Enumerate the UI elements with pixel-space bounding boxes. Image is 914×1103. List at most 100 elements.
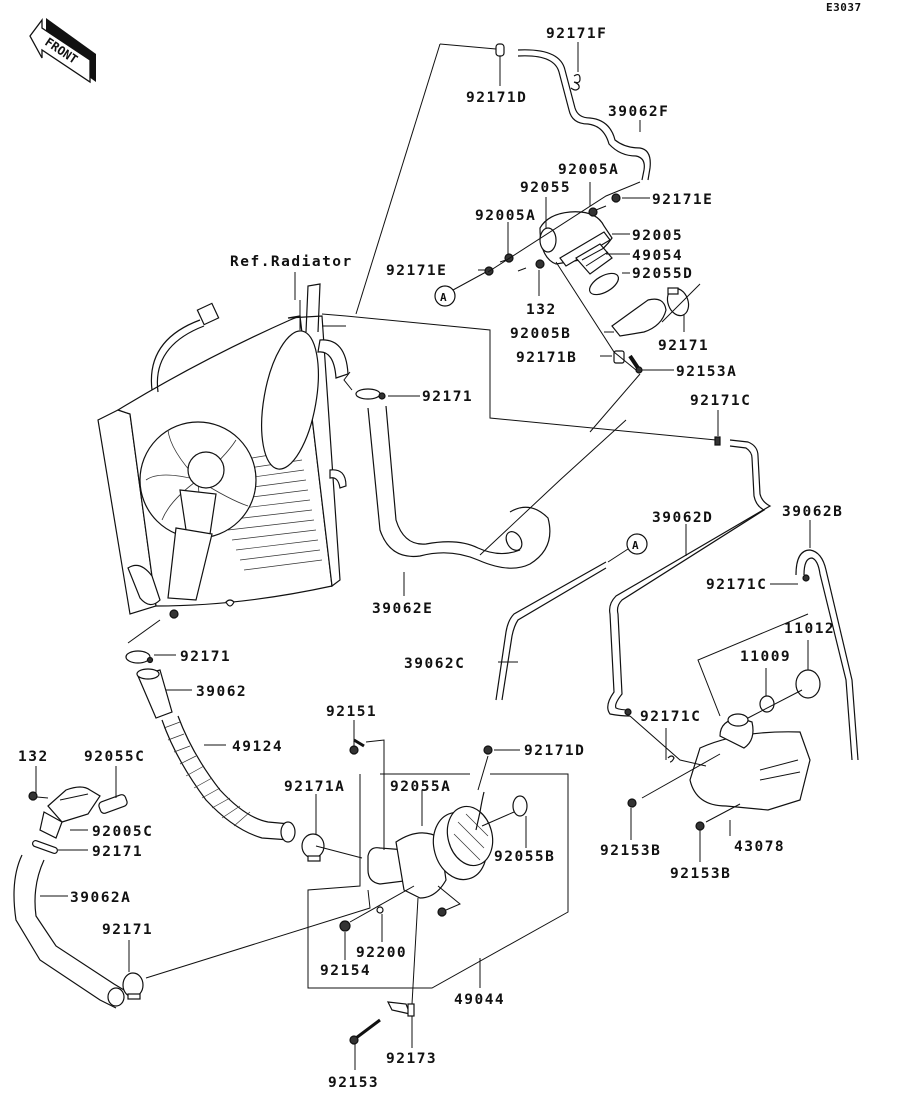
leader-lines <box>35 42 811 1070</box>
clip-92171C-tank <box>667 755 675 763</box>
label-92055C: 92055C <box>84 749 145 765</box>
cap-11012 <box>795 669 821 699</box>
label-92055D: 92055D <box>632 266 693 282</box>
label-39062B: 39062B <box>782 504 843 520</box>
hose-49124 <box>161 715 296 843</box>
label-49044: 49044 <box>454 992 505 1008</box>
hose-39062B <box>795 549 859 761</box>
label-39062: 39062 <box>196 684 247 700</box>
reference-note: Ref.Radiator <box>230 254 353 270</box>
bolt-92151 <box>349 738 365 755</box>
label-92171-thermo: 92171 <box>658 338 709 354</box>
label-92153B-left: 92153B <box>600 843 661 859</box>
label-92171D-mid: 92171D <box>524 743 585 759</box>
hose-39062C <box>495 561 607 701</box>
seal-11009 <box>759 695 775 713</box>
clamp-92171C-upper <box>714 436 721 446</box>
label-39062D: 39062D <box>652 510 713 526</box>
svg-text:A: A <box>440 291 447 304</box>
diagram-code: E3037 <box>826 1 862 14</box>
label-92055A: 92055A <box>390 779 451 795</box>
clamp-92171-radiator <box>355 388 386 400</box>
label-92153B-right: 92153B <box>670 866 731 882</box>
reservoir-tank-43078 <box>689 713 811 811</box>
clamp-92171A <box>301 833 325 862</box>
label-92154: 92154 <box>320 963 371 979</box>
label-39062C: 39062C <box>404 656 465 672</box>
o-ring-92055B <box>512 795 528 817</box>
label-39062E: 39062E <box>372 601 433 617</box>
label-92171C-mid: 92171C <box>706 577 767 593</box>
label-49054: 49054 <box>632 248 683 264</box>
washer-92200 <box>376 906 384 914</box>
label-92171-left: 92171 <box>92 844 143 860</box>
callout-a-lower: A <box>607 533 648 563</box>
hose-39062A <box>13 854 125 1009</box>
bracket-92173 <box>386 1001 415 1017</box>
label-92171A: 92171A <box>284 779 345 795</box>
cover-92005B <box>611 298 667 337</box>
bolt-92154 <box>339 920 351 932</box>
o-ring-92055C <box>98 794 128 814</box>
label-92173: 92173 <box>386 1051 437 1067</box>
label-49124: 49124 <box>232 739 283 755</box>
hose-39062E <box>367 405 551 569</box>
label-92005A-left: 92005A <box>475 208 536 224</box>
label-92171-lower: 92171 <box>180 649 231 665</box>
clamp-92171-thermo <box>666 287 690 317</box>
thermostat-49054 <box>575 243 613 275</box>
label-39062F: 39062F <box>608 104 669 120</box>
label-132-left: 132 <box>18 749 49 765</box>
label-11012: 11012 <box>784 621 835 637</box>
label-92200: 92200 <box>356 945 407 961</box>
o-ring-92055D <box>588 272 620 296</box>
bolt-132-top <box>535 259 545 269</box>
clamp-92171-lower <box>125 650 154 664</box>
label-92171F: 92171F <box>546 26 607 42</box>
water-pipe-92005C <box>39 786 101 839</box>
water-pump-assembly-49044 <box>367 791 494 899</box>
clamp-92171-left <box>32 839 58 855</box>
label-92171-bottom: 92171 <box>102 922 153 938</box>
label-92005: 92005 <box>632 228 683 244</box>
bolt-pump-side <box>437 907 447 917</box>
label-92171B: 92171B <box>516 350 577 366</box>
hose-39062D <box>607 439 772 717</box>
bolt-92153B-right <box>695 821 705 831</box>
label-92171E-left: 92171E <box>386 263 447 279</box>
fitting-92005A-left <box>499 253 514 263</box>
label-132-top: 132 <box>526 302 557 318</box>
radiator-assembly <box>97 283 349 619</box>
label-92171D-top: 92171D <box>466 90 527 106</box>
clamp-92171-bottom <box>122 972 144 1000</box>
svg-text:A: A <box>632 539 639 552</box>
label-92055B: 92055B <box>494 849 555 865</box>
callout-a-top: A <box>434 271 487 307</box>
clip-92171F <box>570 73 581 91</box>
label-92005A-upper: 92005A <box>558 162 619 178</box>
label-92171C-tank: 92171C <box>640 709 701 725</box>
label-92153A: 92153A <box>676 364 737 380</box>
clamp-92171E-right <box>611 193 621 203</box>
label-92005C: 92005C <box>92 824 153 840</box>
clamp-92171D-top <box>495 43 505 57</box>
label-92153: 92153 <box>328 1075 379 1091</box>
front-arrow-icon: FRONT <box>29 18 96 84</box>
clamp-92171D-mid <box>483 745 493 755</box>
bolt-92153B-left <box>627 798 637 808</box>
label-92171-radiator: 92171 <box>422 389 473 405</box>
hose-39062 <box>136 668 173 719</box>
fitting-92005A-upper <box>588 205 607 217</box>
bolt-92153 <box>349 1018 381 1045</box>
label-11009: 11009 <box>740 649 791 665</box>
label-92151: 92151 <box>326 704 377 720</box>
bolt-92153A <box>628 354 643 374</box>
label-92171E-right: 92171E <box>652 192 713 208</box>
label-43078: 43078 <box>734 839 785 855</box>
label-92005B: 92005B <box>510 326 571 342</box>
label-92171C-upper: 92171C <box>690 393 751 409</box>
label-39062A: 39062A <box>70 890 131 906</box>
bolt-132-left <box>28 791 49 801</box>
label-92055: 92055 <box>520 180 571 196</box>
